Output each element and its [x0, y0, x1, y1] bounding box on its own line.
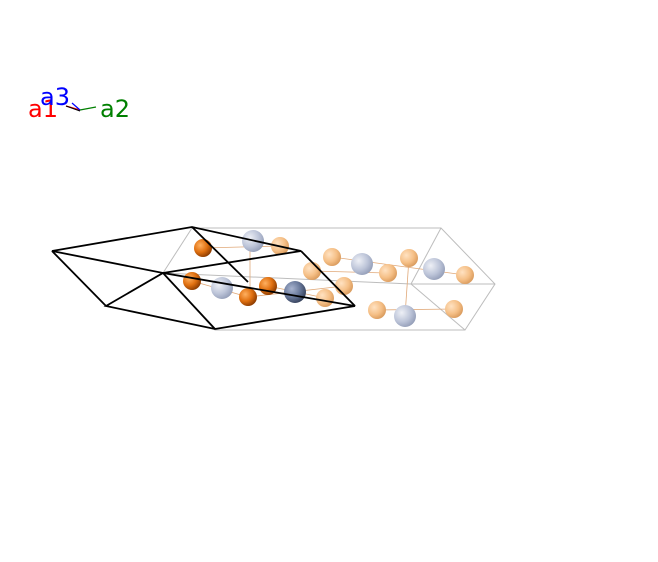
- bond: [202, 245, 281, 249]
- orange-atom-faded[interactable]: [303, 262, 321, 280]
- orange-atom-faded[interactable]: [445, 300, 463, 318]
- a3-axis-line: [71, 102, 81, 111]
- a2-axis-label: a2: [100, 95, 130, 123]
- blue-atom-faded[interactable]: [351, 253, 373, 275]
- orange-atom-faded[interactable]: [379, 264, 397, 282]
- orange-atom-faded[interactable]: [368, 301, 386, 319]
- bond: [376, 308, 455, 311]
- a2-axis-line: [79, 106, 97, 111]
- orange-atom[interactable]: [239, 288, 257, 306]
- blue-atom[interactable]: [284, 281, 306, 303]
- axis-indicator: a1 a3 a2: [28, 83, 130, 123]
- bond: [311, 270, 389, 274]
- orange-atom[interactable]: [194, 239, 212, 257]
- a3-axis-label: a3: [40, 83, 70, 111]
- orange-atom-faded[interactable]: [323, 248, 341, 266]
- blue-atom-faded[interactable]: [394, 305, 416, 327]
- orange-atom-faded[interactable]: [400, 249, 418, 267]
- orange-atom-faded[interactable]: [456, 266, 474, 284]
- blue-atom-faded[interactable]: [211, 277, 233, 299]
- blue-atom-faded[interactable]: [423, 258, 445, 280]
- orange-atom-faded[interactable]: [335, 277, 353, 295]
- axis-origin-line: [65, 105, 81, 112]
- orange-atom-faded[interactable]: [316, 289, 334, 307]
- unit-cell-outline: [51, 226, 356, 330]
- orange-atom[interactable]: [183, 272, 201, 290]
- a1-axis-label: a1: [28, 95, 58, 123]
